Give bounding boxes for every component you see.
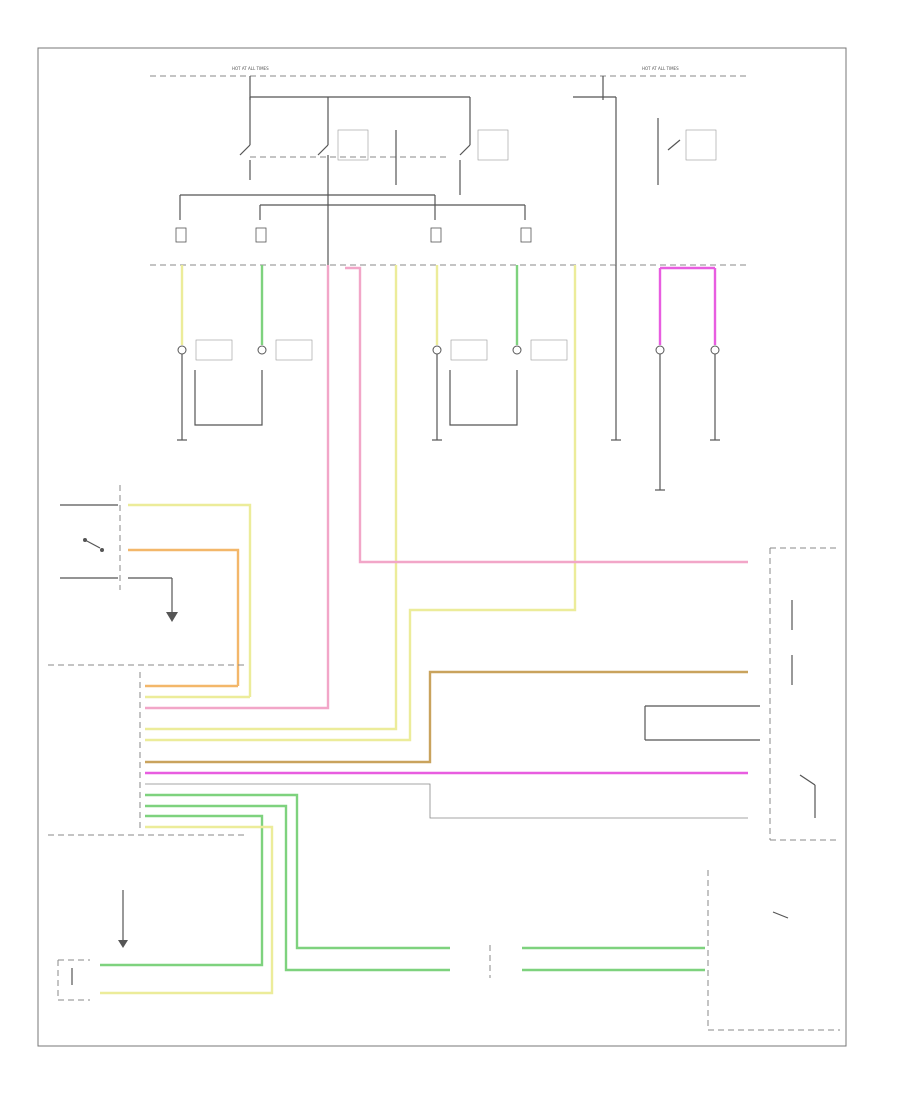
- center-connector: [489, 945, 705, 978]
- ground-symbols: [177, 439, 720, 491]
- sensor-bottom-left: [57, 890, 128, 1001]
- ignition-feeds: [128, 503, 252, 697]
- fuse-label-right: HOT AT ALL TIMES: [642, 66, 679, 71]
- relay-section-upper: [179, 76, 717, 265]
- control-module-left: [48, 664, 245, 836]
- relay-coils: [175, 227, 532, 243]
- pink-wire-long: [345, 266, 748, 564]
- ignition-switch: [60, 485, 178, 622]
- lamp-feeds: [180, 265, 717, 440]
- right-module: [644, 547, 840, 841]
- instrument-cluster: [707, 870, 840, 1031]
- diagram-frame: [37, 47, 847, 1047]
- fuse-label-left: HOT AT ALL TIMES: [232, 66, 269, 71]
- lamp-assemblies: [177, 339, 720, 490]
- module-harness: [100, 265, 748, 995]
